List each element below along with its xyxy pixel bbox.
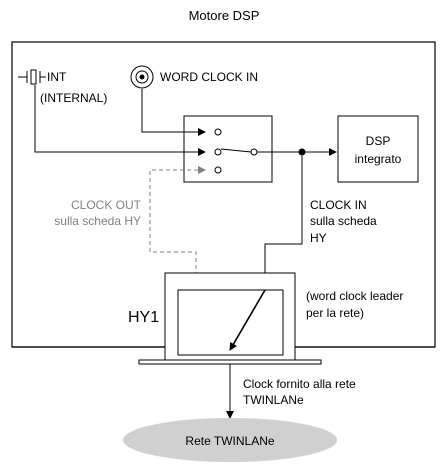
- hy-card-inner: [177, 289, 284, 356]
- hy-label: HY1: [128, 309, 159, 326]
- internal-label: (INTERNAL): [40, 91, 107, 105]
- bnc-connector-icon: [130, 65, 154, 89]
- clock-out-line1: CLOCK OUT: [71, 198, 142, 212]
- word-clock-in-label: WORD CLOCK IN: [160, 70, 258, 84]
- dsp-box-line1: DSP: [366, 134, 391, 148]
- clock-supply-line2: TWINLANe: [243, 393, 304, 407]
- int-line: [34, 85, 206, 156]
- leader-note-line2: per la rete): [306, 306, 364, 320]
- word-clock-line: [141, 89, 206, 136]
- clock-in-line1: CLOCK IN: [310, 198, 367, 212]
- diagram-title: Motore DSP: [189, 8, 260, 23]
- int-label: INT: [47, 70, 67, 84]
- switch-contacts: [214, 128, 258, 174]
- dsp-integrated-box: [337, 115, 419, 183]
- clock-selector-box: [183, 115, 273, 183]
- clock-out-line: [149, 166, 206, 290]
- clock-in-line2: sulla scheda: [310, 214, 377, 228]
- junction-dot: [298, 148, 306, 156]
- twinlane-network-ellipse: [123, 418, 337, 462]
- hy-card-base: [138, 359, 322, 365]
- clock-in-line3: HY: [310, 231, 327, 245]
- dsp-box-line2: integrato: [355, 152, 402, 166]
- hy-clock-path: [229, 289, 266, 351]
- clock-in-line: [264, 156, 303, 290]
- clock-out-line2: sulla scheda HY: [54, 214, 141, 228]
- switch-lever: [220, 148, 252, 153]
- oscillator-icon: [18, 69, 46, 85]
- clock-supply-line1: Clock fornito alla rete: [243, 377, 356, 391]
- network-label: Rete TWINLANe: [185, 434, 274, 448]
- leader-note-line1: (word clock leader: [306, 289, 403, 303]
